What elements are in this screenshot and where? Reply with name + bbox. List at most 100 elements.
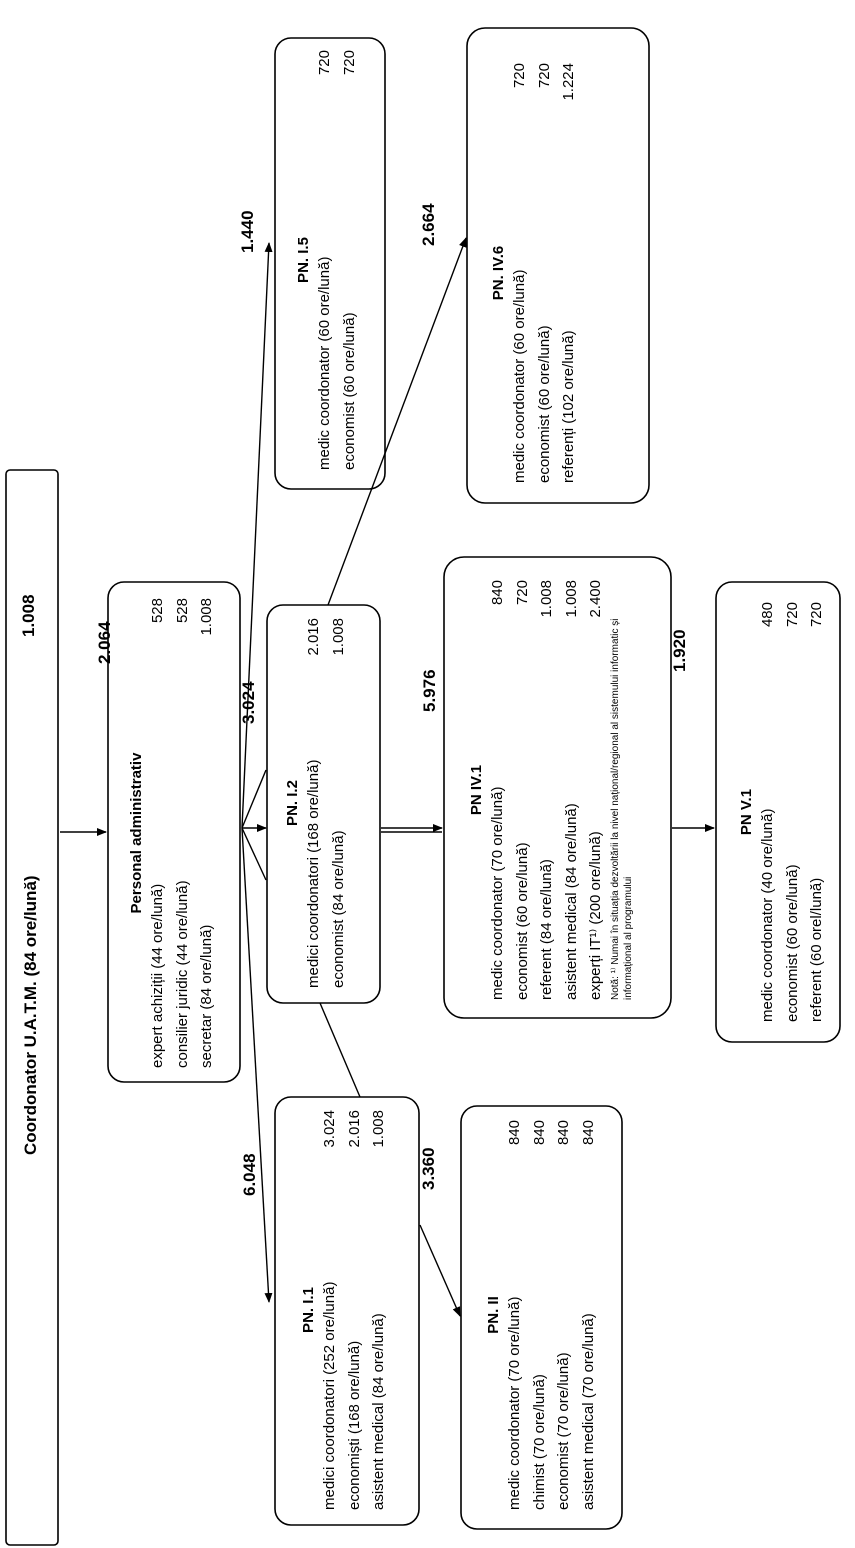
pn-iv6-title: PN. IV.6 [490,245,507,301]
pn-i5-row-value: 720 [340,50,358,76]
pn-i2-row-value: 1.008 [329,618,347,656]
admin-box [107,581,241,1083]
coordinator-label-wrap: Coordonator U.A.T.M. (84 ore/lună) [18,755,44,1155]
pn-iv1-content: PN IV.1 medic coordonator (70 ore/lună) 8… [468,580,635,1000]
coordinator-box [5,469,59,1546]
pn-v1-row: referent (60 orel/lună) 720 [805,602,830,1022]
pn-i2-title: PN. I.2 [284,780,301,826]
pn-ii-row: medic coordonator (70 ore/lună)840 [503,1120,528,1510]
pn-iv1-row: experți IT¹⁾ (200 ore/lună)2.400 [584,580,609,1000]
admin-row: expert achiziții (44 ore/lună) 528 [146,598,171,1068]
pn-ii-row-label: chimist (70 ore/lună) [530,1374,548,1510]
pn-i2-total: 3.024 [239,681,258,724]
pn-ii-title: PN. II [485,1296,502,1334]
pn-i2-row-label: economist (84 ore/lună) [329,830,347,988]
pn-iv6-total: 2.664 [419,203,438,246]
coordinator-total: 1.008 [19,594,38,637]
pn-ii-row-label: economist (70 ore/lună) [555,1352,572,1510]
admin-row-value: 528 [149,598,166,624]
pn-i1-box [274,1096,420,1526]
admin-row: secretar (84 ore/lună)1.008 [195,598,220,1068]
pn-v1-row-value: 720 [808,602,825,628]
pn-ii-row-value: 840 [555,1120,572,1146]
pn-iv6-row-value: 720 [535,63,553,89]
pn-ii-box [460,1105,623,1530]
connector-pn-i1-pn-ii [419,1224,461,1317]
pn-iv6-row-label: economist (60 ore/lună) [535,325,553,483]
pn-v1-content: PN V.1 medic coordonator (40 ore/lună) 48… [738,602,830,1022]
pn-i5-row-value: 720 [316,50,333,76]
pn-i5-box [274,37,386,490]
pn-i5-row: economist (60 ore/lună) 720 [338,50,363,470]
admin-total: 2.064 [95,621,114,664]
pn-v1-box [715,581,841,1043]
pn-i1-content: PN. I.1 medici coordonatori (252 ore/lun… [300,1110,392,1510]
pn-iv1-row: asistent medical (84 ore/lună) 1.008 [560,580,585,1000]
pn-iv6-row-value: 1.224 [560,63,577,101]
pn-iv1-title: PN IV.1 [468,764,485,816]
connector-admin-pn-i2-upper [241,769,267,829]
pn-v1-row-label: economist (60 ore/lună) [783,864,801,1022]
pn-ii-row-label: asistent medical (70 ore/lună) [579,1313,597,1510]
pn-i2-row-label: medici coordonatori (168 ore/lună) [305,759,322,988]
pn-v1-row: medic coordonator (40 ore/lună) 480 [756,602,781,1022]
pn-ii-row: chimist (70 ore/lună) 840 [528,1120,553,1510]
admin-row-label: expert achiziții (44 ore/lună) [149,883,166,1068]
pn-i1-row: medici coordonatori (252 ore/lună)3.024 [318,1110,343,1510]
pn-v1-row-label: medic coordonator (40 ore/lună) [759,808,776,1022]
pn-ii-row-value: 840 [579,1120,597,1146]
pn-iv6-row-label: medic coordonator (60 ore/lună) [511,269,528,483]
pn-i5-row-label: economist (60 ore/lună) [340,312,358,470]
pn-iv1-row: economist (60 ore/lună)720 [511,580,536,1000]
pn-i5-row: medic coordonator (60 ore/lună) 720 [313,50,338,470]
pn-i1-title: PN. I.1 [300,1287,317,1333]
pn-iv1-row-value: 1.008 [562,580,580,618]
pn-v1-title: PN V.1 [738,788,755,836]
pn-iv6-row-value: 720 [511,63,528,89]
pn-i1-row-label: medici coordonatori (252 ore/lună) [321,1281,338,1510]
connector-pn-i2-pn-iv6 [327,237,467,606]
pn-iv1-row-label: experți IT¹⁾ (200 ore/lună) [587,831,604,1000]
pn-i2-row-value: 2.016 [305,618,322,656]
coordinator-label: Coordonator U.A.T.M. (84 ore/lună) [21,875,40,1155]
pn-iv6-row: referenți (102 ore/lună) 1.224 [557,63,582,483]
pn-ii-row-value: 840 [530,1120,548,1146]
pn-v1-row: economist (60 ore/lună) 720 [781,602,806,1022]
pn-ii-row: economist (70 ore/lună) 840 [552,1120,577,1510]
pn-v1-row-value: 720 [783,602,801,628]
connector-admin-pn-i1 [241,827,273,1303]
admin-title: Personal administrativ [128,752,145,914]
pn-i2-content: PN. I.2 medici coordonatori (168 ore/lun… [284,618,351,988]
pn-ii-row-value: 840 [506,1120,523,1146]
admin-row-label: secretar (84 ore/lună) [198,924,215,1068]
pn-iv1-total: 5.976 [420,669,439,712]
pn-i5-row-label: medic coordonator (60 ore/lună) [316,256,333,470]
pn-iv6-row-label: referenți (102 ore/lună) [560,330,577,483]
pn-i2-row: medici coordonatori (168 ore/lună) 2.016 [302,618,327,988]
admin-row: consilier juridic (44 ore/lună)528 [171,598,196,1068]
pn-v1-row-value: 480 [759,602,776,628]
pn-iv1-row-label: referent (84 ore/lună) [538,859,555,1000]
pn-i1-row: asistent medical (84 ore/lună)1.008 [367,1110,392,1510]
pn-i1-row-label: economiști (168 ore/lună) [345,1340,363,1510]
pn-i5-total: 1.440 [238,210,257,253]
pn-iv1-row-value: 840 [489,580,506,606]
pn-i2-row: economist (84 ore/lună) 1.008 [327,618,352,988]
admin-row-value: 528 [173,598,191,624]
admin-content: Personal administrativ expert achiziții … [128,598,220,1068]
pn-iv1-row-value: 1.008 [538,580,555,618]
connector-pn-i2-pn-i1 [319,1002,361,1098]
pn-i1-row-label: asistent medical (84 ore/lună) [370,1313,387,1510]
pn-i1-row-value: 2.016 [345,1110,363,1148]
pn-ii-row: asistent medical (70 ore/lună) 840 [577,1120,602,1510]
pn-iv1-row-label: asistent medical (84 ore/lună) [562,803,580,1000]
pn-iv1-row-label: medic coordonator (70 ore/lună) [489,786,506,1000]
pn-iv6-box [466,27,650,504]
pn-i5-title: PN. I.5 [295,237,312,283]
pn-v1-row-label: referent (60 orel/lună) [808,877,825,1022]
pn-ii-total: 3.360 [419,1147,438,1190]
pn-i1-total: 6.048 [240,1153,259,1196]
pn-iv1-row-label: economist (60 ore/lună) [513,842,531,1000]
pn-i2-box [266,604,381,1004]
